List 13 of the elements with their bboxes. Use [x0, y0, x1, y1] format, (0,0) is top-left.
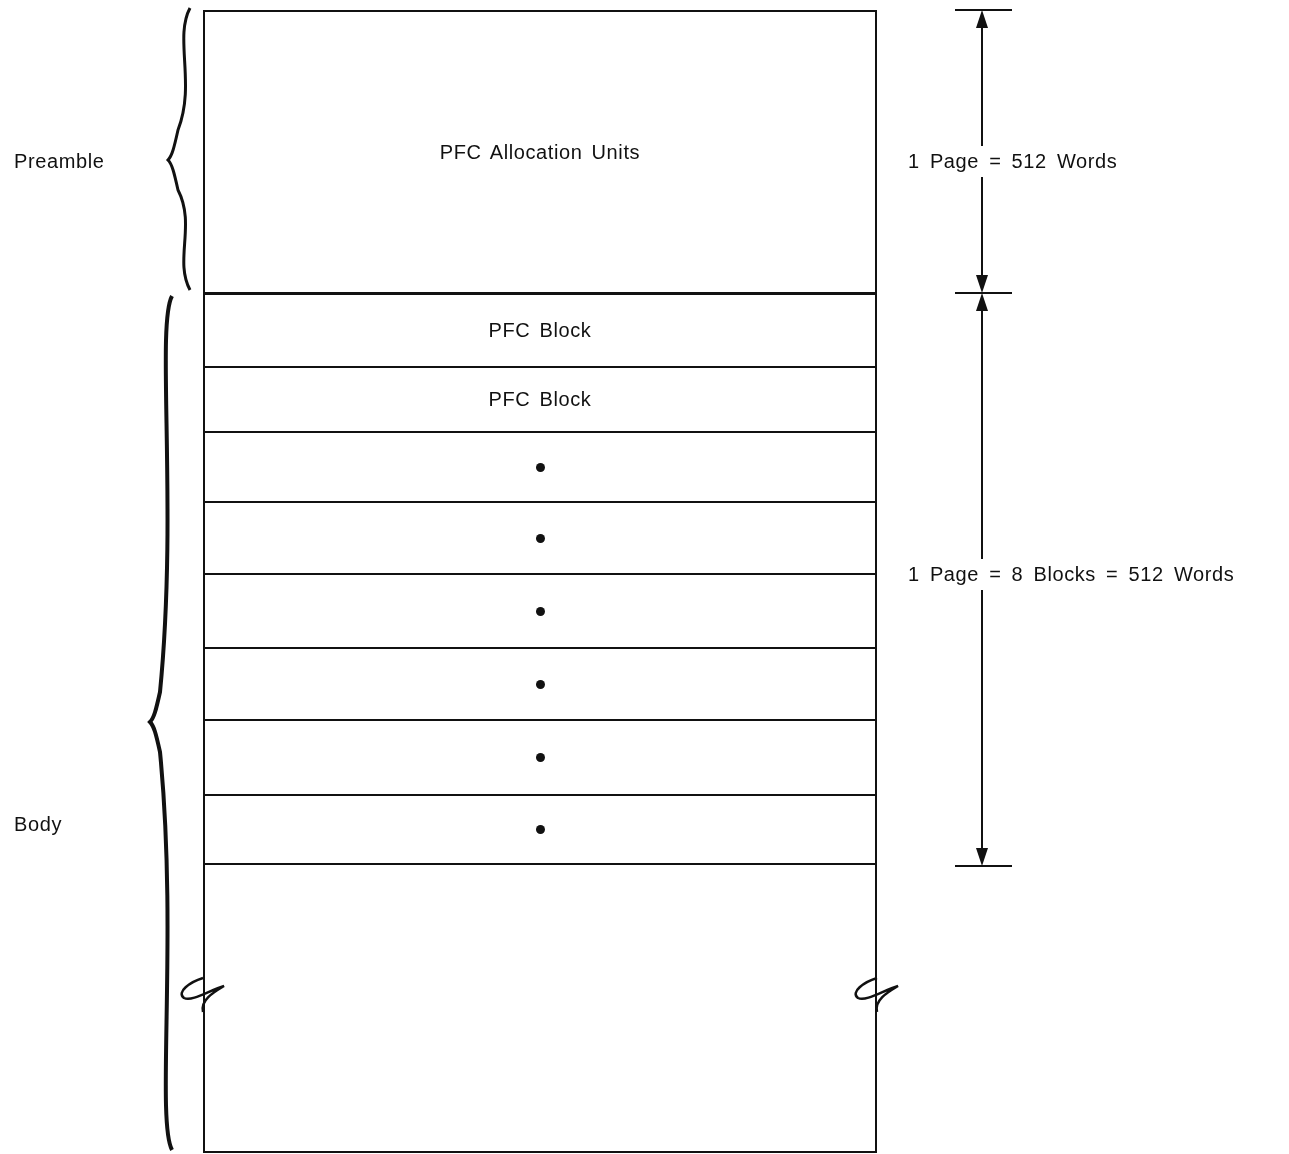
block-label: PFC Block	[488, 318, 592, 343]
memory-block	[203, 501, 877, 575]
memory-block	[203, 10, 877, 294]
memory-block	[203, 863, 877, 1153]
block-label: PFC Allocation Units	[439, 139, 641, 165]
memory-block	[203, 431, 877, 503]
memory-block	[203, 573, 877, 649]
memory-block	[203, 719, 877, 796]
block-label: PFC Block	[488, 387, 592, 412]
memory-block	[203, 647, 877, 721]
memory-block	[203, 293, 877, 368]
memory-block	[203, 794, 877, 865]
memory-block	[203, 366, 877, 433]
